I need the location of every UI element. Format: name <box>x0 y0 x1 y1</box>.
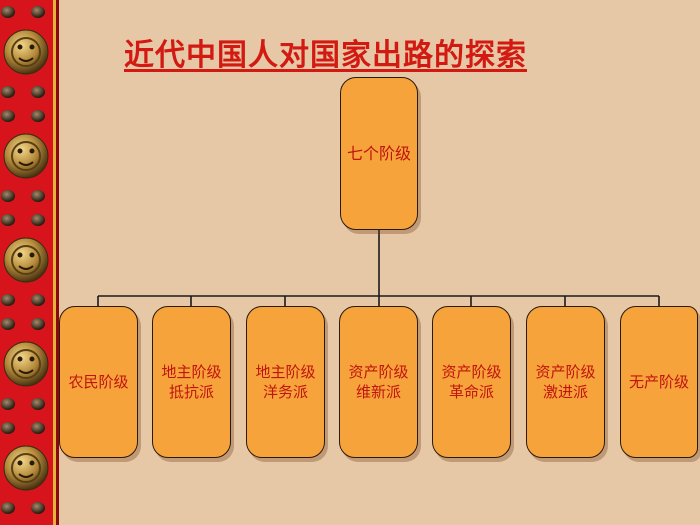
child-node-label: 资产阶级 激进派 <box>535 363 596 401</box>
root-node: 七个阶级 <box>340 77 418 230</box>
child-node-label: 地主阶级 洋务派 <box>255 363 316 401</box>
child-node-peasant-class: 农民阶级 <box>59 306 138 458</box>
child-node-landlord-resistance: 地主阶级 抵抗派 <box>152 306 231 458</box>
child-node-label: 无产阶级 <box>628 373 689 391</box>
lion-knocker-pattern <box>0 6 49 515</box>
child-node-bourgeois-revolution: 资产阶级 革命派 <box>432 306 511 458</box>
child-node-label: 农民阶级 <box>68 373 129 391</box>
decorative-border <box>0 0 59 525</box>
child-node-label: 资产阶级 维新派 <box>348 363 409 401</box>
child-node-label: 地主阶级 抵抗派 <box>161 363 222 401</box>
child-node-landlord-westernization: 地主阶级 洋务派 <box>246 306 325 458</box>
page-title: 近代中国人对国家出路的探索 <box>124 38 527 73</box>
child-node-proletariat: 无产阶级 <box>620 306 698 458</box>
root-node-label: 七个阶级 <box>346 143 411 163</box>
child-node-bourgeois-radical: 资产阶级 激进派 <box>526 306 605 458</box>
child-node-bourgeois-reform: 资产阶级 维新派 <box>339 306 418 458</box>
border-gold-line <box>53 0 56 525</box>
child-node-label: 资产阶级 革命派 <box>441 363 502 401</box>
